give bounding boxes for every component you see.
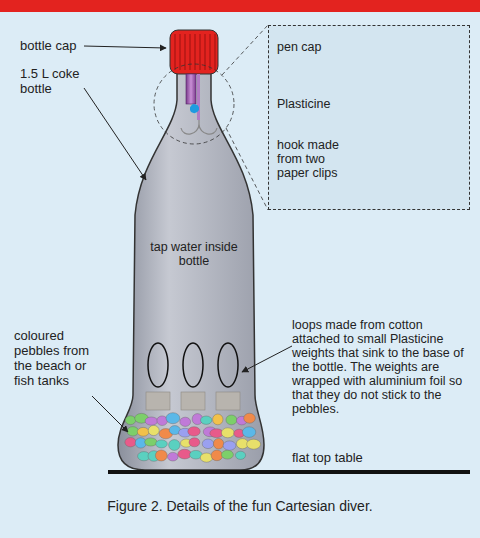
foil-weights: [146, 392, 240, 410]
zoom-line: [222, 25, 268, 75]
node-text: Plasticine: [277, 97, 347, 111]
leader-line: [84, 88, 146, 180]
figure-caption: Figure 2. Details of the fun Cartesian d…: [10, 498, 470, 515]
node-text: tap water inside bottle: [140, 240, 248, 268]
node-text: hook made from two paper clips: [277, 138, 339, 180]
zoom-line: [226, 128, 268, 210]
annotation-label: bottle cap: [20, 38, 86, 53]
leader-line: [84, 46, 166, 48]
annotation-label: coloured pebbles from the beach or fish …: [14, 328, 98, 388]
cap-ridges: [175, 34, 215, 70]
leader-line: [242, 346, 292, 372]
top-bar: [0, 0, 480, 12]
annotation-label: flat top table: [292, 450, 412, 465]
pen-cap-small: [186, 74, 196, 104]
cotton-loops: [148, 343, 238, 387]
node-text: pen cap: [277, 40, 337, 54]
annotation-label: loops made from cotton attached to small…: [292, 318, 472, 416]
detail-inset: pen capPlasticine hook made from two pape…: [268, 25, 470, 210]
pen-clip-small: [197, 74, 200, 120]
bottle-outline: [118, 72, 264, 470]
table-top: [108, 470, 470, 474]
pebbles: [125, 413, 261, 463]
annotation-label: 1.5 L coke bottle: [20, 66, 84, 96]
plasticine-small: [190, 104, 199, 113]
leader-line: [92, 396, 128, 432]
zoom-circle: [154, 64, 234, 144]
hook-small: [181, 120, 217, 134]
bottle-region: tap water inside bottle: [140, 240, 248, 290]
